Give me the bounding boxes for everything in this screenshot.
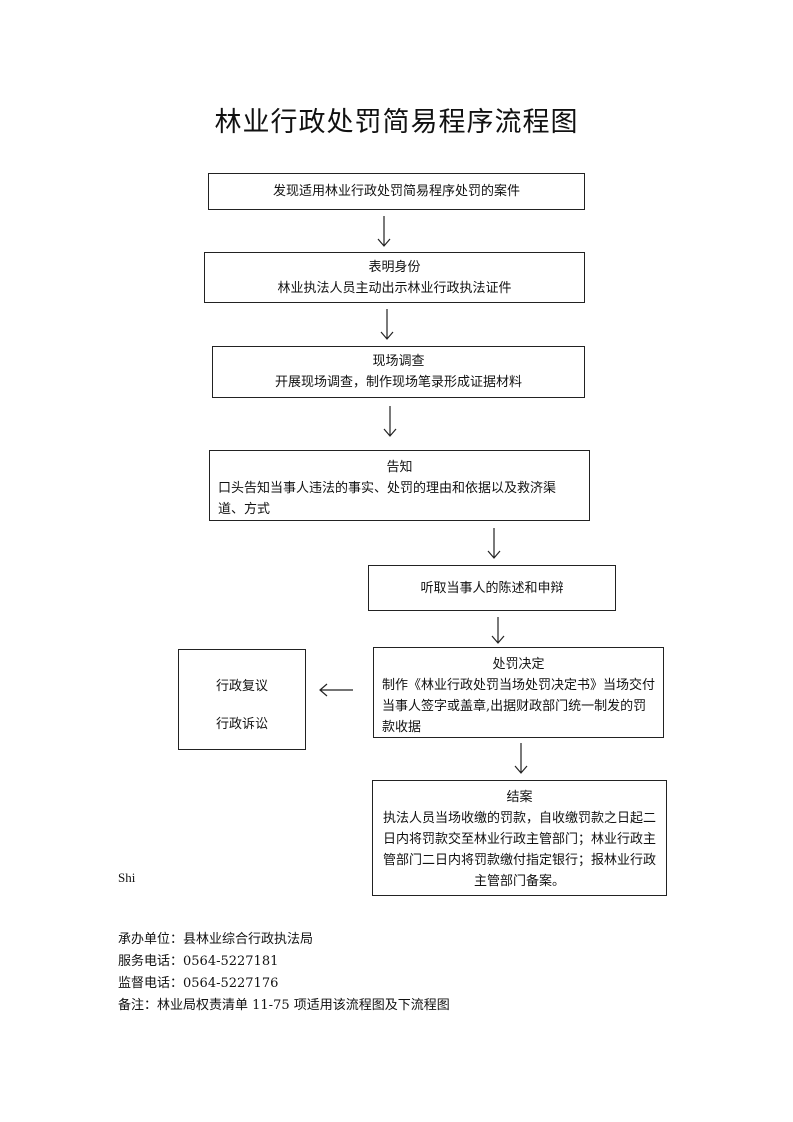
- step-close-text: 执法人员当场收缴的罚款，自收缴罚款之日起二日内将罚款交至林业行政主管部门；林业行…: [382, 811, 656, 889]
- step-close-case: 结案 执法人员当场收缴的罚款，自收缴罚款之日起二日内将罚款交至林业行政主管部门；…: [372, 780, 667, 896]
- step-identify: 表明身份 林业执法人员主动出示林业行政执法证件: [204, 252, 585, 303]
- footer-remark: 备注：林业局权责清单 11-75 项适用该流程图及下流程图: [118, 998, 450, 1013]
- step-decision-text: 制作《林业行政处罚当场处罚决定书》当场交付当事人签字或盖章,出据财政部门统一制发…: [382, 678, 656, 735]
- arrow-down-6-icon: [514, 743, 528, 774]
- step-notify-heading: 告知: [386, 460, 413, 475]
- arrow-left-icon: [319, 683, 353, 697]
- footer-supervise-phone: 监督电话：0564-5227176: [118, 976, 279, 991]
- step-identify-text: 林业执法人员主动出示林业行政执法证件: [277, 280, 512, 296]
- arrow-down-1-icon: [377, 216, 391, 247]
- step-investigation-text: 开展现场调查，制作现场笔录形成证据材料: [274, 375, 522, 390]
- step-discover-text: 发现适用林业行政处罚简易程序处罚的案件: [272, 184, 520, 199]
- step-notify: 告知 口头告知当事人违法的事实、处罚的理由和依据以及救济渠道、方式: [209, 450, 590, 521]
- step-investigation-heading: 现场调查: [372, 354, 425, 369]
- step-investigation: 现场调查 开展现场调查，制作现场笔录形成证据材料: [212, 346, 585, 398]
- step-hearing-text: 听取当事人的陈述和申辩: [420, 580, 564, 596]
- arrow-down-5-icon: [491, 617, 505, 644]
- stray-text: Shi: [118, 870, 136, 885]
- footer-service-phone: 服务电话：0564-5227181: [118, 954, 279, 969]
- step-discover-case: 发现适用林业行政处罚简易程序处罚的案件: [208, 173, 585, 210]
- step-notify-text: 口头告知当事人违法的事实、处罚的理由和依据以及救济渠道、方式: [218, 481, 557, 517]
- step-decision: 处罚决定 制作《林业行政处罚当场处罚决定书》当场交付当事人签字或盖章,出据财政部…: [373, 647, 664, 738]
- arrow-down-2-icon: [380, 309, 394, 340]
- step-decision-heading: 处罚决定: [492, 657, 545, 672]
- step-hearing: 听取当事人的陈述和申辩: [368, 565, 616, 611]
- remedy-box: 行政复议 行政诉讼: [178, 649, 306, 750]
- arrow-down-3-icon: [383, 406, 397, 437]
- step-close-heading: 结案: [506, 790, 533, 805]
- page-title: 林业行政处罚简易程序流程图: [214, 107, 579, 138]
- footer-unit: 承办单位：县林业综合行政执法局: [118, 932, 314, 947]
- arrow-down-4-icon: [487, 528, 501, 559]
- step-identify-heading: 表明身份: [368, 259, 421, 275]
- footer-info: 承办单位：县林业综合行政执法局 服务电话：0564-5227181 监督电话：0…: [118, 929, 450, 1017]
- remedy-review: 行政复议: [215, 679, 268, 694]
- remedy-litigation: 行政诉讼: [215, 717, 268, 732]
